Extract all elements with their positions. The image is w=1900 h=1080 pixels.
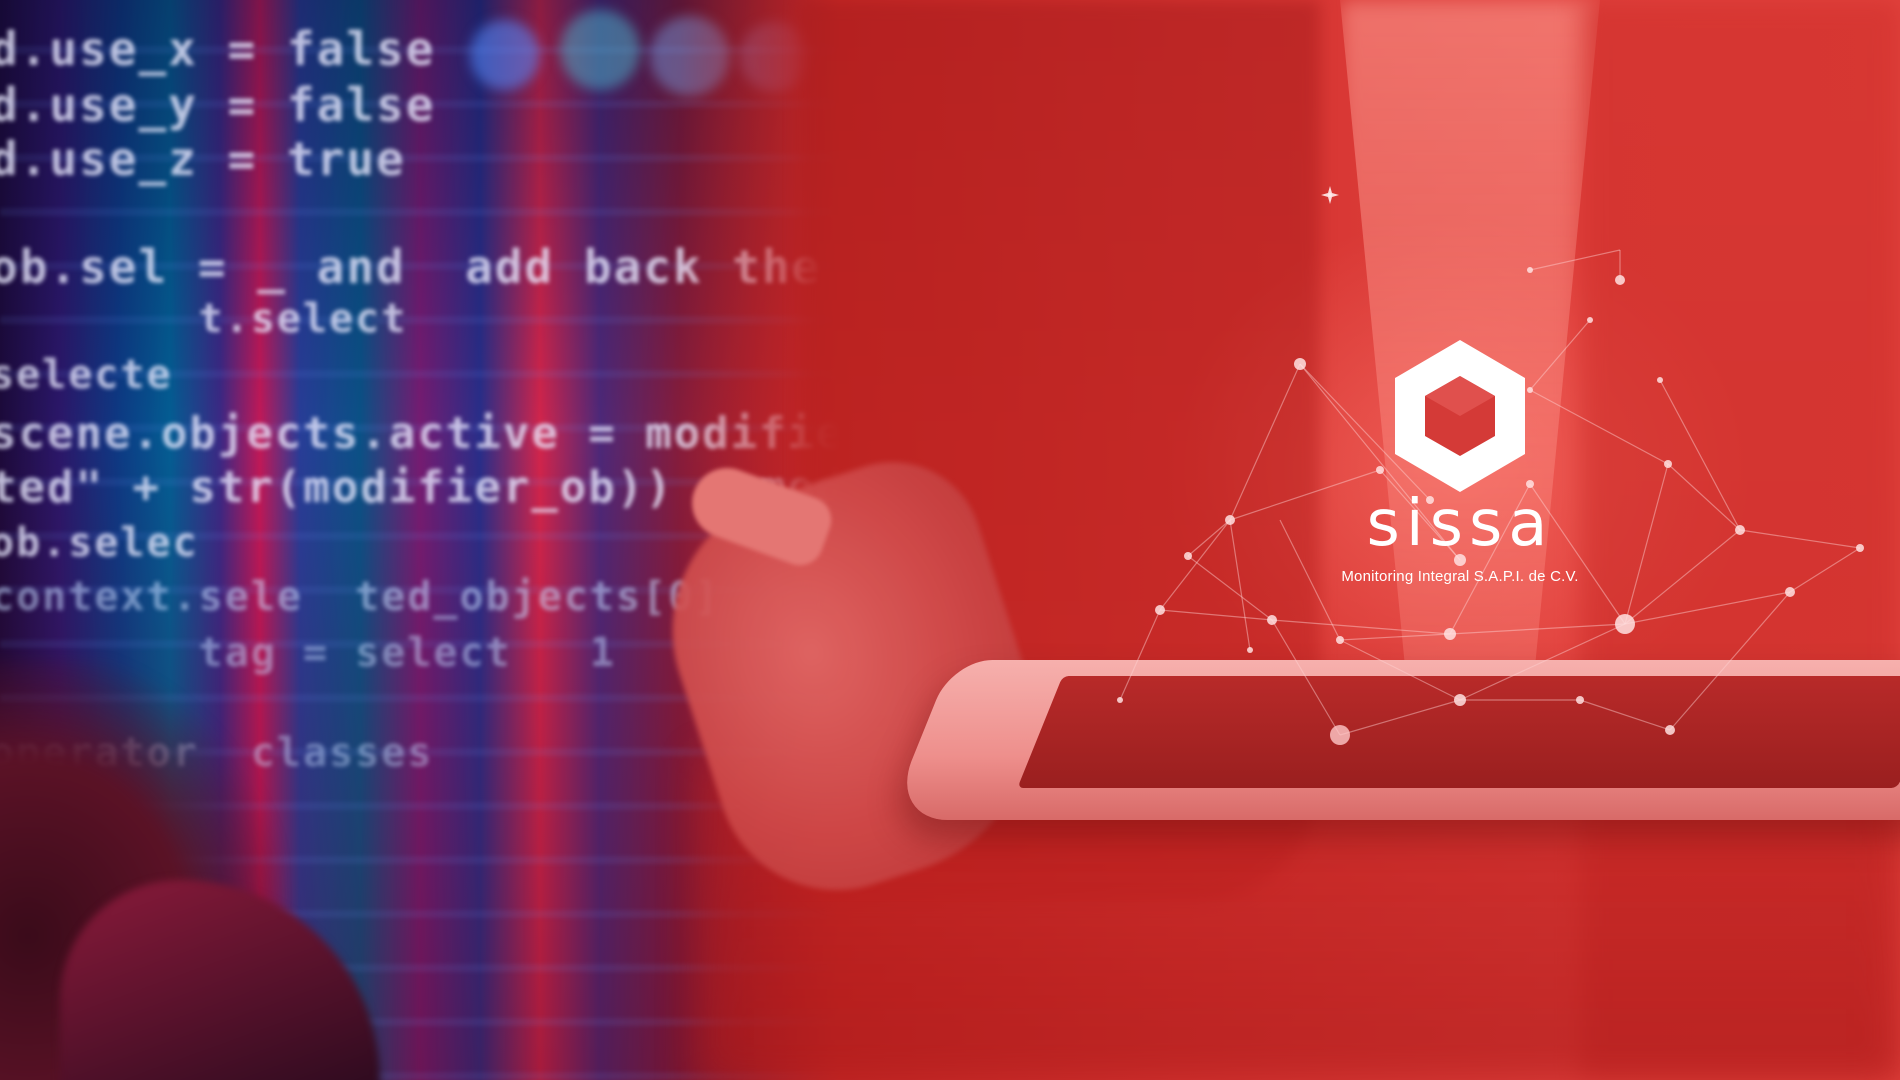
brand-tagline: Monitoring Integral S.A.P.I. de C.V. — [1341, 568, 1579, 585]
code-line: d.use_z = true — [0, 132, 406, 186]
hexagon-cube-icon — [1395, 340, 1525, 492]
bokeh-light — [470, 20, 540, 90]
code-line: t.select — [0, 296, 408, 342]
code-line: d.use_y = false — [0, 78, 436, 132]
code-line: d.use_x = false — [0, 22, 436, 76]
code-line: selecte — [0, 352, 173, 398]
brand-wordmark: sissa — [1366, 487, 1554, 561]
brand-logo: sissa Monitoring Integral S.A.P.I. de C.… — [1320, 336, 1600, 585]
code-line: context.sele ted_objects[0] — [0, 574, 721, 620]
code-line: ob.selec — [0, 520, 199, 566]
bokeh-light — [560, 10, 640, 90]
code-line: tag = select 1 — [0, 630, 616, 676]
